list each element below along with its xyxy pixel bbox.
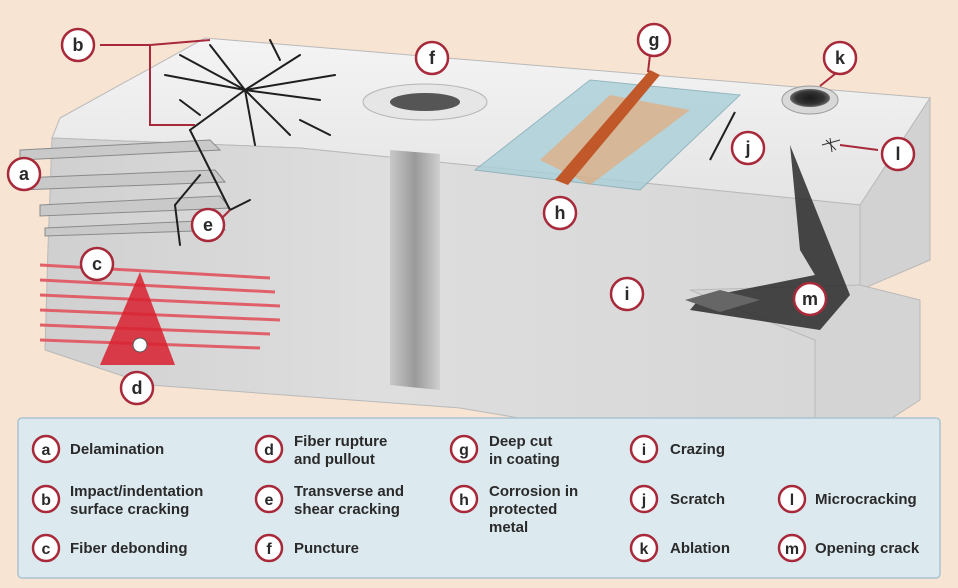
legend-label-h-2: protected <box>489 501 557 518</box>
legend-label-i: Crazing <box>670 441 725 458</box>
svg-text:g: g <box>459 442 469 459</box>
legend-label-e-1: Transverse and <box>294 483 404 500</box>
marker-h: h <box>542 195 578 231</box>
legend-label-h-1: Corrosion in <box>489 483 578 500</box>
puncture-hole <box>390 93 460 111</box>
impact-cracks <box>164 39 336 246</box>
marker-k-letter: k <box>835 48 846 68</box>
legend-item-e: e Transverse and shear cracking <box>254 483 404 518</box>
ablation-hole <box>790 89 830 107</box>
legend-item-i: i Crazing <box>629 434 725 464</box>
marker-d: d <box>119 370 155 406</box>
legend-label-g-1: Deep cut <box>489 433 552 450</box>
callout-lines <box>100 39 879 219</box>
microcracks <box>821 137 841 153</box>
svg-text:b: b <box>41 492 51 509</box>
delamination-layers <box>19 139 232 237</box>
legend-panel <box>17 417 941 579</box>
legend-label-c: Fiber debonding <box>70 540 188 557</box>
fiber-pullout-void <box>132 337 148 353</box>
svg-text:e: e <box>265 492 274 509</box>
legend-label-a: Delamination <box>70 441 164 458</box>
legend-item-c: c Fiber debonding <box>31 533 188 563</box>
marker-c: c <box>79 246 115 282</box>
marker-m: m <box>792 281 828 317</box>
svg-text:l: l <box>790 492 794 509</box>
legend-label-m: Opening crack <box>815 540 920 557</box>
marker-j-letter: j <box>744 138 750 158</box>
marker-j: j <box>730 130 766 166</box>
legend-item-l: l Microcracking <box>777 484 917 514</box>
marker-k: k <box>822 40 858 76</box>
legend-item-d: d Fiber rupture and pullout <box>254 433 387 468</box>
legend-label-d-1: Fiber rupture <box>294 433 387 450</box>
marker-a-letter: a <box>19 164 30 184</box>
marker-m-letter: m <box>802 289 818 309</box>
legend-label-l: Microcracking <box>815 491 917 508</box>
legend-item-k: k Ablation <box>629 533 730 563</box>
marker-g-letter: g <box>649 30 660 50</box>
marker-e-letter: e <box>203 215 213 235</box>
legend-label-f: Puncture <box>294 540 359 557</box>
svg-text:m: m <box>785 541 799 558</box>
svg-text:c: c <box>42 541 51 558</box>
marker-f-letter: f <box>429 48 436 68</box>
svg-text:h: h <box>459 492 469 509</box>
legend-item-a: a Delamination <box>31 434 164 464</box>
svg-text:i: i <box>642 442 646 459</box>
legend-label-k: Ablation <box>670 540 730 557</box>
marker-b-letter: b <box>73 35 84 55</box>
marker-c-letter: c <box>92 254 102 274</box>
marker-e: e <box>190 207 226 243</box>
legend-item-j: j Scratch <box>629 484 725 514</box>
marker-i-letter: i <box>624 284 629 304</box>
marker-d-letter: d <box>132 378 143 398</box>
marker-g: g <box>636 22 672 58</box>
crazing-mark <box>685 290 760 312</box>
legend-item-g: g Deep cut in coating <box>449 433 560 468</box>
svg-text:a: a <box>42 442 51 459</box>
legend-label-b-2: surface cracking <box>70 501 189 518</box>
legend-item-h: h Corrosion in protected metal <box>449 483 578 536</box>
legend-label-b-1: Impact/indentation <box>70 483 203 500</box>
legend-label-j: Scratch <box>670 491 725 508</box>
fiber-rupture <box>100 272 175 365</box>
puncture-groove <box>390 150 440 390</box>
marker-l: l <box>880 136 916 172</box>
legend-label-e-2: shear cracking <box>294 501 400 518</box>
legend-label-d-2: and pullout <box>294 451 375 468</box>
marker-l-letter: l <box>895 144 900 164</box>
marker-f: f <box>414 40 450 76</box>
svg-text:k: k <box>640 541 649 558</box>
marker-h-letter: h <box>555 203 566 223</box>
svg-text:d: d <box>264 442 274 459</box>
legend-label-h-3: metal <box>489 519 528 536</box>
marker-i: i <box>609 276 645 312</box>
scratch-mark <box>709 111 736 161</box>
marker-b: b <box>60 27 96 63</box>
legend-item-m: m Opening crack <box>777 533 920 563</box>
svg-text:f: f <box>266 541 272 558</box>
legend-item-f: f Puncture <box>254 533 359 563</box>
deep-cut <box>555 70 660 185</box>
svg-text:j: j <box>641 492 646 509</box>
marker-a: a <box>6 156 42 192</box>
legend-label-g-2: in coating <box>489 451 560 468</box>
legend-item-b: b Impact/indentation surface cracking <box>31 483 203 518</box>
